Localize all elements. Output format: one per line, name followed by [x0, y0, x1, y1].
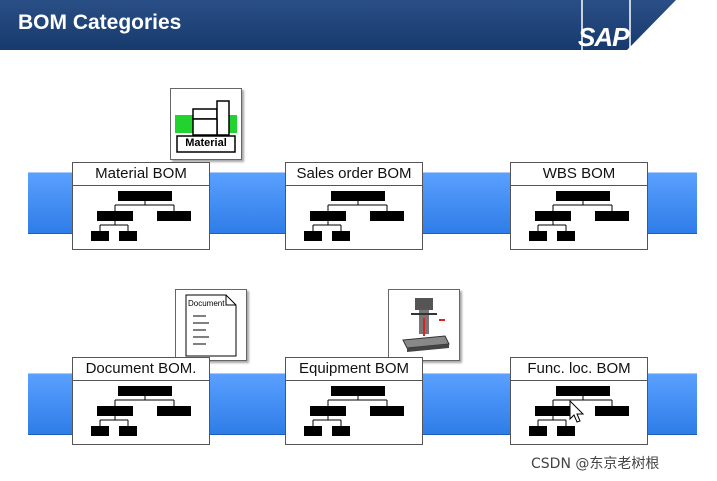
tree-node	[332, 426, 350, 436]
category-label: WBS BOM	[511, 163, 647, 186]
tree-node	[332, 231, 350, 241]
tree-node	[91, 231, 109, 241]
category-label: Equipment BOM	[286, 358, 422, 381]
tree-node	[331, 191, 385, 201]
tree-node	[557, 426, 575, 436]
sap-logo: SAP	[578, 22, 629, 50]
tree-node	[331, 386, 385, 396]
bom-tree-icon	[529, 386, 629, 436]
category-label: Func. loc. BOM	[511, 358, 647, 381]
tree-node	[595, 211, 629, 221]
tree-node	[118, 191, 172, 201]
page-title: BOM Categories	[18, 11, 182, 34]
bom-tree-icon	[304, 386, 404, 436]
drill-press-icon	[402, 298, 450, 352]
category-box-document-bom: Document BOM.	[72, 357, 210, 445]
equipment-thumbnail	[388, 289, 460, 361]
material-icon	[175, 100, 237, 153]
tree-node	[535, 406, 571, 416]
bom-tree-icon	[91, 191, 191, 241]
tree-node	[529, 231, 547, 241]
document-icon-label: Document	[188, 299, 225, 308]
tree-node	[535, 211, 571, 221]
document-icon	[185, 294, 237, 357]
category-label: Material BOM	[73, 163, 209, 186]
tree-node	[304, 426, 322, 436]
tree-node	[157, 406, 191, 416]
tree-node	[119, 231, 137, 241]
tree-node	[310, 406, 346, 416]
category-box-equipment-bom: Equipment BOM	[285, 357, 423, 445]
category-box-func-loc-bom: Func. loc. BOM	[510, 357, 648, 445]
tree-node	[118, 386, 172, 396]
bom-tree-icon	[91, 386, 191, 436]
tree-node	[557, 231, 575, 241]
category-label: Document BOM.	[73, 358, 209, 381]
category-box-material-bom: Material BOM	[72, 162, 210, 250]
document-thumbnail: Document	[175, 289, 247, 361]
tree-node	[97, 211, 133, 221]
tree-node	[556, 191, 610, 201]
tree-node	[91, 426, 109, 436]
watermark: CSDN @东京老树根	[531, 456, 660, 472]
tree-node	[119, 426, 137, 436]
material-icon-label: Material	[185, 137, 227, 149]
tree-node	[97, 406, 133, 416]
category-box-sales-order-bom: Sales order BOM	[285, 162, 423, 250]
header-bar: BOM Categories SAP	[0, 0, 717, 50]
bom-tree-icon	[529, 191, 629, 241]
tree-node	[529, 426, 547, 436]
category-box-wbs-bom: WBS BOM	[510, 162, 648, 250]
tree-node	[370, 406, 404, 416]
material-thumbnail: Material	[170, 88, 242, 160]
header-stripes	[581, 0, 717, 50]
category-label: Sales order BOM	[286, 163, 422, 186]
tree-node	[595, 406, 629, 416]
tree-node	[310, 211, 346, 221]
tree-node	[157, 211, 191, 221]
tree-node	[304, 231, 322, 241]
bom-tree-icon	[304, 191, 404, 241]
arrow-cursor-icon	[569, 400, 585, 423]
tree-node	[556, 386, 610, 396]
tree-node	[370, 211, 404, 221]
